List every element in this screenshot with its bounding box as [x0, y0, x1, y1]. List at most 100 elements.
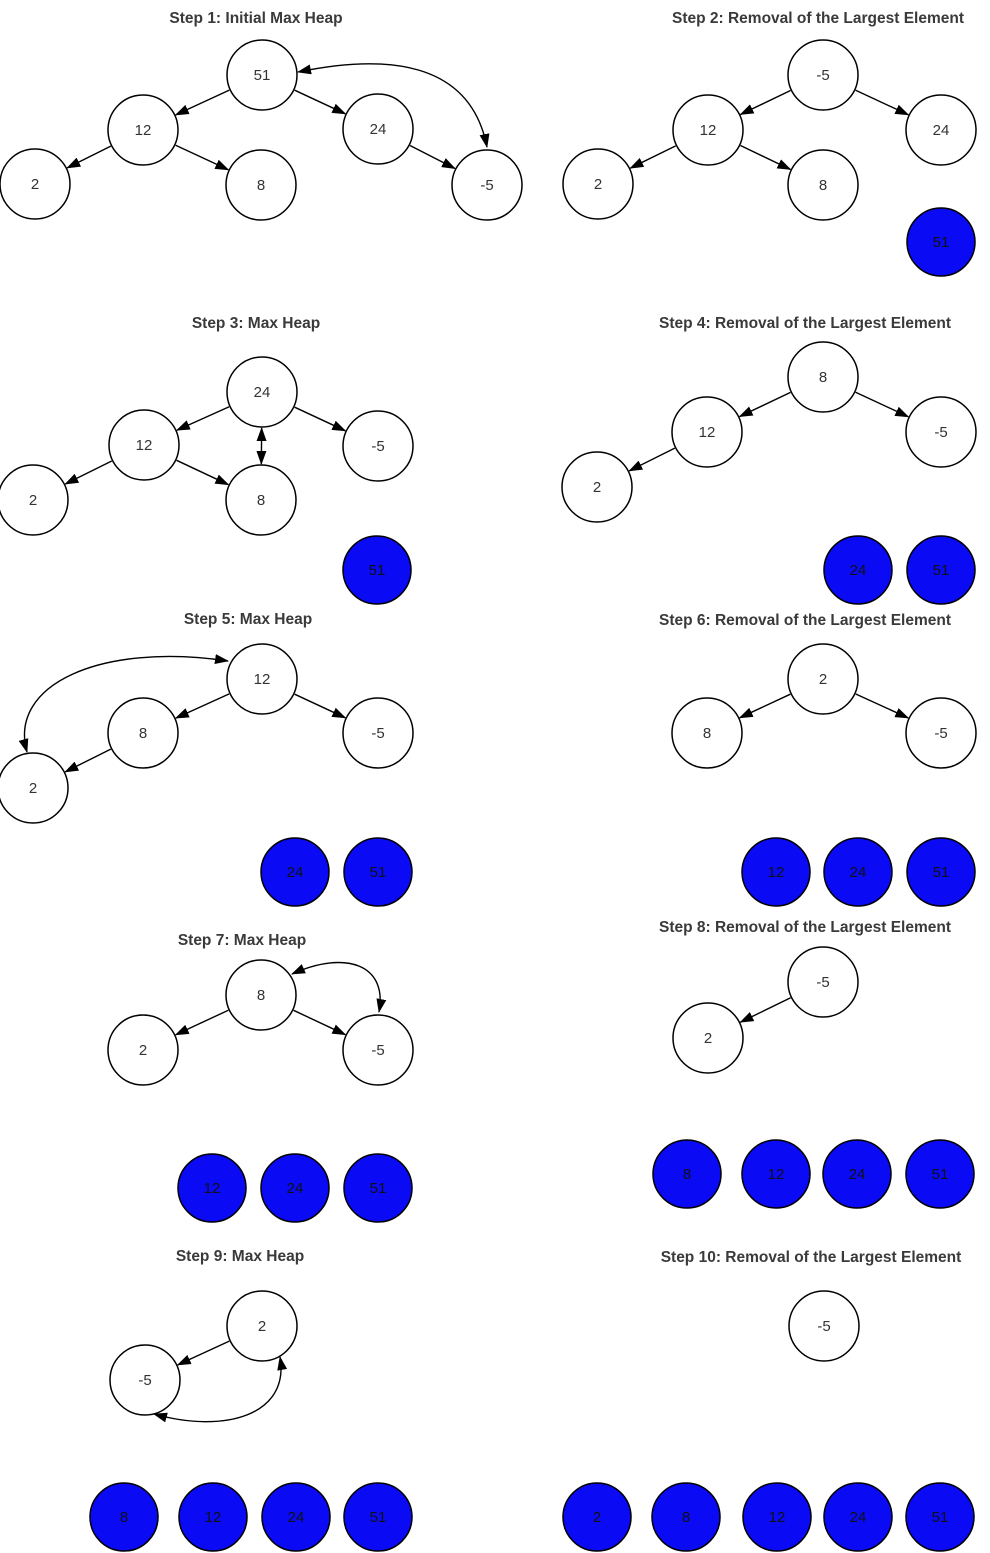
heap-node-2: 2 [0, 752, 69, 824]
sorted-node-12: 12 [741, 837, 811, 907]
heap-node-2: 2 [0, 464, 69, 536]
sorted-node-label: 24 [287, 864, 304, 881]
edge-arrow [293, 1009, 347, 1036]
heap-node-12: 12 [226, 643, 298, 715]
sorted-node-51: 51 [906, 207, 976, 277]
sorted-node-24: 24 [823, 837, 893, 907]
heap-node-label: 12 [700, 122, 717, 139]
heap-node-2: 2 [107, 1014, 179, 1086]
heap-node-label: -5 [934, 725, 947, 742]
heap-node-2: 2 [562, 148, 634, 220]
step-1-title: Step 1: Initial Max Heap [169, 10, 342, 27]
sorted-node-51: 51 [343, 1153, 413, 1223]
edge-arrow [294, 89, 347, 115]
heap-node-12: 12 [107, 94, 179, 166]
heap-node--5: -5 [109, 1344, 181, 1416]
sorted-node-51: 51 [906, 837, 976, 907]
heap-node--5: -5 [342, 410, 414, 482]
sorted-node-label: 24 [850, 864, 867, 881]
sorted-node-label: 12 [768, 864, 785, 881]
heap-node-24: 24 [905, 94, 977, 166]
sorted-node-51: 51 [343, 1482, 413, 1552]
heap-node-label: 24 [370, 121, 387, 138]
heap-node-label: 2 [594, 176, 602, 193]
heap-node-label: -5 [371, 725, 384, 742]
edge-arrow [174, 1009, 229, 1036]
heap-node-12: 12 [672, 94, 744, 166]
sorted-node-label: 51 [370, 1180, 387, 1197]
heap-node-2: 2 [672, 1002, 744, 1074]
heap-node-label: 12 [136, 437, 153, 454]
heap-node-24: 24 [226, 356, 298, 428]
sorted-node-label: 8 [120, 1509, 128, 1526]
sorted-node-label: 51 [369, 562, 386, 579]
heap-node-8: 8 [787, 341, 859, 413]
sorted-node-51: 51 [906, 535, 976, 605]
heap-node-8: 8 [225, 959, 297, 1031]
heap-node-label: 2 [139, 1042, 147, 1059]
heap-node-label: 12 [254, 671, 271, 688]
sorted-node-8: 8 [89, 1482, 159, 1552]
edge-arrow [855, 391, 910, 418]
edge-arrow [855, 693, 910, 719]
swap-curve-arrow [297, 63, 490, 148]
sorted-node-24: 24 [823, 535, 893, 605]
heap-node-label: 8 [257, 987, 265, 1004]
sorted-node-label: 24 [287, 1180, 304, 1197]
sorted-node-8: 8 [652, 1139, 722, 1209]
sorted-node-label: 24 [849, 1166, 866, 1183]
sorted-node-2: 2 [562, 1482, 632, 1552]
heap-node--5: -5 [787, 946, 859, 1018]
heap-node-label: -5 [371, 438, 384, 455]
heap-node-label: 8 [257, 492, 265, 509]
edge-arrow [629, 145, 676, 169]
heap-node-label: -5 [480, 177, 493, 194]
sorted-node-51: 51 [905, 1139, 975, 1209]
step-6-panel: Step 6: Removal of the Largest Element 2 8… [659, 612, 977, 907]
heap-node-label: 12 [135, 122, 152, 139]
sorted-node-label: 51 [932, 1509, 949, 1526]
sorted-node-24: 24 [260, 837, 330, 907]
edge-arrow [739, 997, 791, 1023]
heap-node--5: -5 [905, 396, 977, 468]
swap-curve-arrow [291, 961, 387, 1013]
sorted-node-51: 51 [905, 1482, 975, 1552]
edge-arrow [739, 89, 791, 116]
sorted-node-label: 51 [370, 864, 387, 881]
sorted-node-label: 12 [769, 1509, 786, 1526]
edge-arrow [294, 693, 347, 719]
swap-curve-arrow [153, 1356, 288, 1423]
heap-node-8: 8 [225, 464, 297, 536]
step-2-title: Step 2: Removal of the Largest Element [672, 10, 964, 27]
sorted-node-label: 51 [933, 562, 950, 579]
heap-node--5: -5 [788, 1290, 860, 1362]
edge-arrow [64, 460, 113, 485]
heap-node-2: 2 [787, 643, 859, 715]
sorted-node-12: 12 [742, 1482, 812, 1552]
heap-node-label: 8 [703, 725, 711, 742]
heap-node--5: -5 [787, 39, 859, 111]
sorted-node-24: 24 [260, 1153, 330, 1223]
edge-arrow [176, 459, 230, 486]
heap-node-51: 51 [226, 39, 298, 111]
sorted-node-label: 12 [205, 1509, 222, 1526]
sorted-node-label: 51 [933, 864, 950, 881]
edge-arrow [174, 89, 230, 116]
sorted-node-label: 24 [288, 1509, 305, 1526]
step-6-title: Step 6: Removal of the Largest Element [659, 612, 951, 629]
heap-node-8: 8 [107, 697, 179, 769]
edge-arrow [855, 89, 910, 116]
step-8-panel: Step 8: Removal of the Largest Element-5… [652, 919, 975, 1209]
heap-node-12: 12 [671, 396, 743, 468]
sorted-node-51: 51 [342, 535, 412, 605]
heap-node-label: 2 [819, 671, 827, 688]
sorted-node-label: 24 [850, 562, 867, 579]
edge-arrow [174, 693, 230, 719]
heap-node-8: 8 [787, 149, 859, 221]
heap-node-label: 24 [254, 384, 271, 401]
